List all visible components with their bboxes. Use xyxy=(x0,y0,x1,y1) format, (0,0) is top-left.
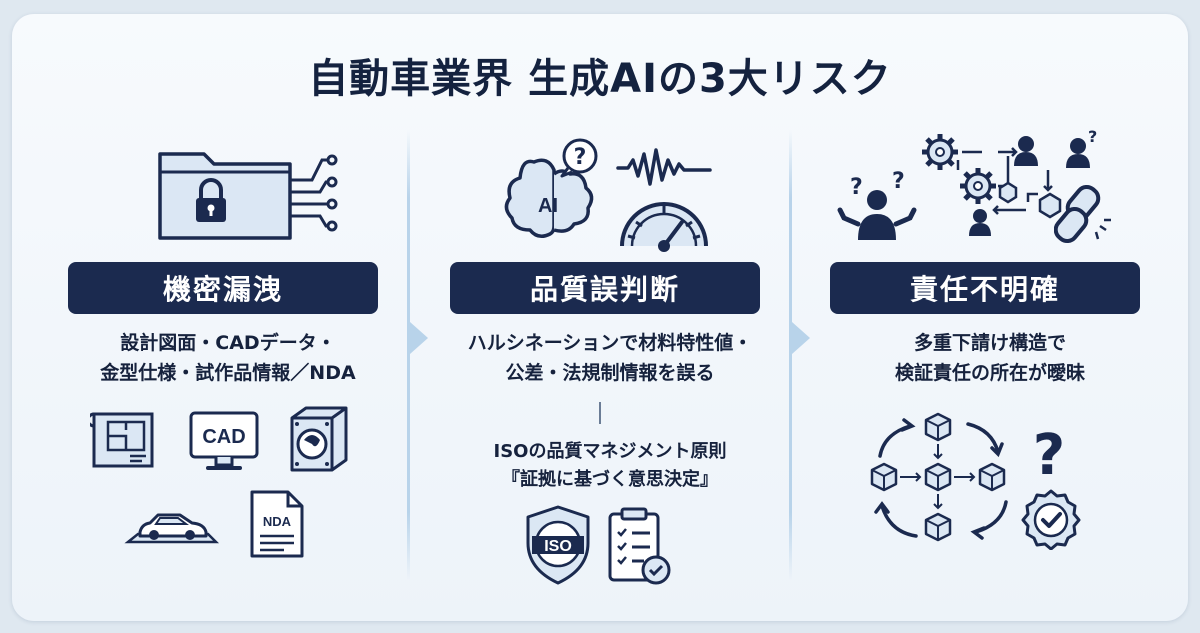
description-unclear-responsibility: 多重下請け構造で 検証責任の所在が曖昧 xyxy=(800,328,1180,388)
nda-document-icon: NDA xyxy=(248,488,306,560)
car-icon xyxy=(124,502,220,552)
gauge-icon xyxy=(616,194,712,254)
iso-label: ISO xyxy=(544,538,572,555)
waveform-icon xyxy=(616,146,712,190)
iso-line: 『証拠に基づく意思決定』 xyxy=(502,469,718,490)
heading-unclear-responsibility: 責任不明確 xyxy=(830,262,1140,314)
flow-arrow-1 xyxy=(410,322,428,354)
svg-text:?: ? xyxy=(574,145,587,170)
iso-shield-icon: ISO xyxy=(524,504,592,586)
svg-text:?: ? xyxy=(1088,130,1097,146)
connector-tick xyxy=(599,402,601,424)
iso-principle-text: ISOの品質マネジメント原則 『証拠に基づく意思決定』 xyxy=(420,438,800,494)
risk-column-quality-misjudgment: AI ? 品質誤判断 ハルシネーションで材料特性値・ 公差・法規制情報を誤る I… xyxy=(420,0,780,633)
desc-line: 金型仕様・試作品情報／NDA xyxy=(100,362,356,384)
description-confidential-leak: 設計図面・CADデータ・ 金型仕様・試作品情報／NDA xyxy=(38,328,418,388)
question-mark-icon: ? xyxy=(1026,424,1072,484)
risk-column-unclear-responsibility: ? ? xyxy=(800,0,1160,633)
supply-cycle-icon xyxy=(864,412,1024,548)
cad-monitor-icon: CAD xyxy=(188,410,260,476)
cad-label: CAD xyxy=(202,426,245,448)
infographic-card xyxy=(12,14,1188,621)
ai-label: AI xyxy=(538,195,558,217)
desc-line: 設計図面・CADデータ・ xyxy=(120,332,336,354)
svg-text:?: ? xyxy=(892,169,905,194)
broken-chain-icon xyxy=(1054,184,1114,244)
svg-text:?: ? xyxy=(1033,424,1065,484)
flow-arrow-2 xyxy=(792,322,810,354)
desc-line: 多重下請け構造で xyxy=(913,332,1066,354)
verified-badge-icon xyxy=(1020,488,1082,550)
desc-line: ハルシネーションで材料特性値・ xyxy=(467,332,753,354)
mold-icon xyxy=(286,404,352,474)
folder-lock-icon xyxy=(156,142,346,242)
nda-label: NDA xyxy=(263,514,292,529)
column-divider-2 xyxy=(789,130,792,580)
page-title: 自動車業界 生成AIの3大リスク xyxy=(308,56,892,102)
svg-text:?: ? xyxy=(850,175,863,200)
gear-network-icon: ? xyxy=(918,130,1098,242)
blueprint-icon xyxy=(90,408,162,470)
desc-line: 公差・法規制情報を誤る xyxy=(505,362,715,384)
desc-line: 検証責任の所在が曖昧 xyxy=(894,362,1085,384)
checklist-icon xyxy=(606,506,672,586)
heading-confidential-leak: 機密漏洩 xyxy=(68,262,378,314)
description-quality-misjudgment: ハルシネーションで材料特性値・ 公差・法規制情報を誤る xyxy=(420,328,800,388)
heading-quality-misjudgment: 品質誤判断 xyxy=(450,262,760,314)
column-divider-1 xyxy=(407,130,410,580)
risk-column-confidential-leak: 機密漏洩 設計図面・CADデータ・ 金型仕様・試作品情報／NDA CAD xyxy=(38,0,398,633)
iso-line: ISOの品質マネジメント原則 xyxy=(493,441,727,462)
ai-brain-icon: AI ? xyxy=(500,134,604,240)
confused-person-icon: ? ? xyxy=(836,166,918,244)
